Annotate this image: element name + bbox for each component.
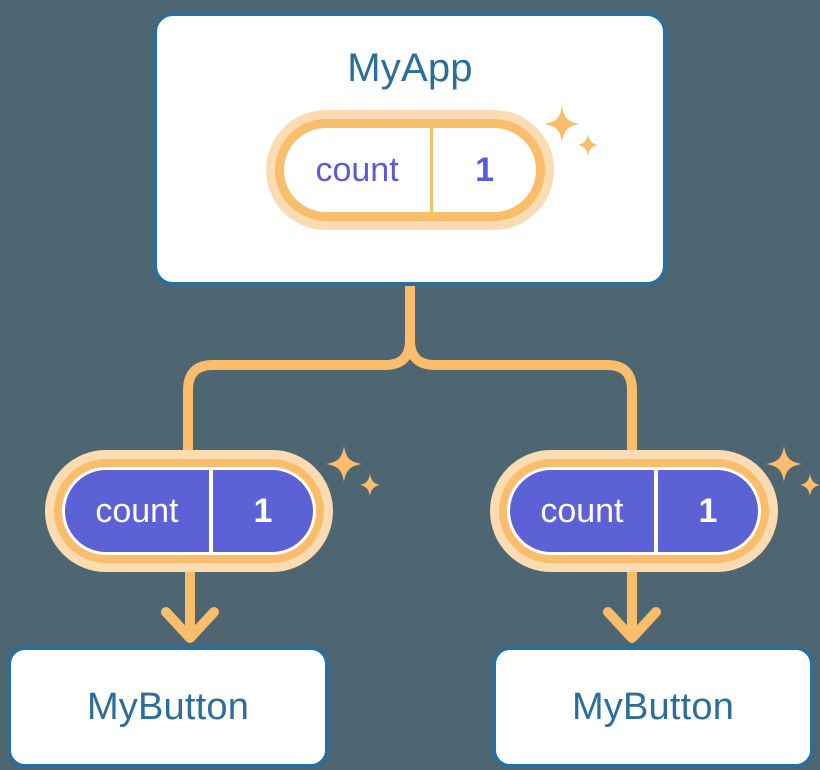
state-pill-body: count 1 <box>284 128 536 212</box>
component-card-mybutton-right[interactable]: MyButton <box>492 646 814 768</box>
component-title-myapp: MyApp <box>347 46 473 90</box>
arrow-down-icon-right <box>603 607 661 643</box>
wire-to-left-child <box>183 281 415 457</box>
state-pill-ring: count 1 <box>54 459 324 563</box>
state-pill-mybutton-right[interactable]: count 1 <box>490 450 778 572</box>
state-pill-mybutton-left[interactable]: count 1 <box>45 450 333 572</box>
component-title-mybutton: MyButton <box>571 686 735 728</box>
state-key-label: count <box>540 492 624 530</box>
state-key-label: count <box>95 492 179 530</box>
state-pill-body: count 1 <box>62 467 316 555</box>
wire-to-right-child <box>405 281 637 457</box>
state-value-label: 1 <box>653 470 758 552</box>
state-pill-myapp[interactable]: count 1 <box>266 110 554 230</box>
component-card-mybutton-left[interactable]: MyButton <box>7 646 329 768</box>
component-title-mybutton: MyButton <box>86 686 250 728</box>
state-value-label: 1 <box>208 470 313 552</box>
arrow-down-icon-left <box>161 607 219 643</box>
state-pill-ring: count 1 <box>275 119 545 221</box>
state-pill-ring: count 1 <box>499 459 769 563</box>
state-key-label: count <box>315 151 399 189</box>
state-value-label: 1 <box>430 128 536 212</box>
state-pill-body: count 1 <box>507 467 761 555</box>
